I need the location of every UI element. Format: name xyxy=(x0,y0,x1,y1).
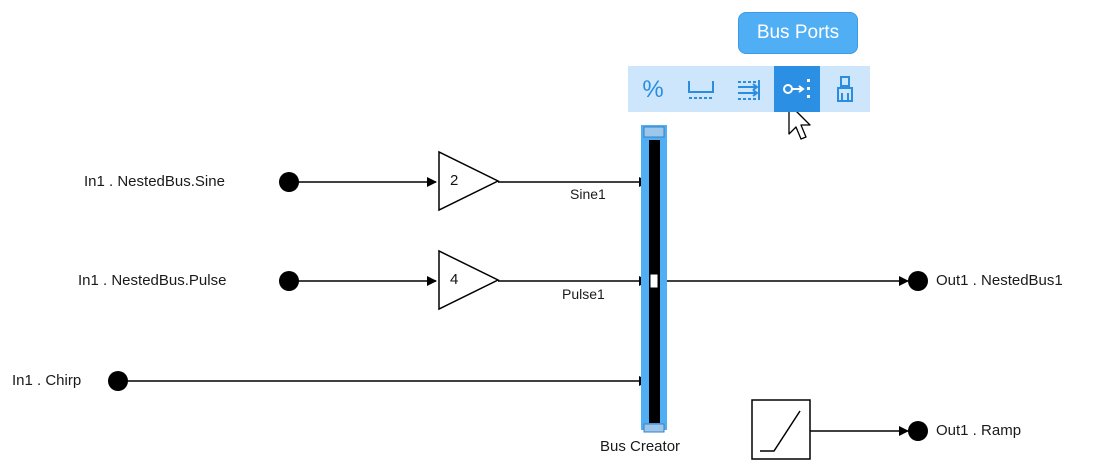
inport-chirp-label: In1 . Chirp xyxy=(12,372,82,389)
underline-bar-button[interactable] xyxy=(678,66,724,112)
outport-nestedbus1-block[interactable] xyxy=(908,271,928,291)
percent-button[interactable]: % xyxy=(630,66,676,112)
action-bar: % xyxy=(628,66,870,112)
inport-pulse-label: In1 . NestedBus.Pulse xyxy=(78,272,227,289)
percent-icon: % xyxy=(642,76,663,103)
format-painter-button[interactable] xyxy=(822,66,868,112)
mouse-cursor-icon xyxy=(788,103,811,140)
svg-text:%: % xyxy=(642,76,663,103)
paintbrush-icon xyxy=(837,76,853,102)
bus-creator-label: Bus Creator xyxy=(600,438,681,455)
signal-label-pulse1[interactable]: Pulse1 xyxy=(562,286,605,302)
bus-ports-button[interactable] xyxy=(774,66,820,112)
gain-top-value: 2 xyxy=(450,172,459,189)
bus-creator-handle-bottom[interactable] xyxy=(643,423,665,433)
ramp-block[interactable] xyxy=(751,399,811,460)
gain-block-top[interactable] xyxy=(438,150,500,212)
bus-creator-output-port[interactable] xyxy=(649,273,659,289)
underline-bar-icon xyxy=(688,81,714,99)
ramp-symbol-icon xyxy=(760,410,801,452)
align-signals-icon xyxy=(738,80,760,100)
gain-block-mid[interactable] xyxy=(438,249,500,311)
bus-creator-handle-top[interactable] xyxy=(643,126,665,138)
signal-label-sine1[interactable]: Sine1 xyxy=(570,186,606,202)
align-signals-button[interactable] xyxy=(726,66,772,112)
inport-pulse-block[interactable] xyxy=(279,271,299,291)
outport-ramp-label: Out1 . Ramp xyxy=(936,422,1022,439)
bus-ports-tooltip: Bus Ports xyxy=(738,12,858,54)
inport-sine-block[interactable] xyxy=(279,172,299,192)
gain-mid-value: 4 xyxy=(450,271,459,288)
outport-nestedbus1-label: Out1 . NestedBus1 xyxy=(936,272,1063,289)
inport-chirp-block[interactable] xyxy=(108,371,128,391)
inport-sine-label: In1 . NestedBus.Sine xyxy=(84,173,225,190)
outport-ramp-block[interactable] xyxy=(908,421,928,441)
bus-ports-icon xyxy=(783,79,810,98)
